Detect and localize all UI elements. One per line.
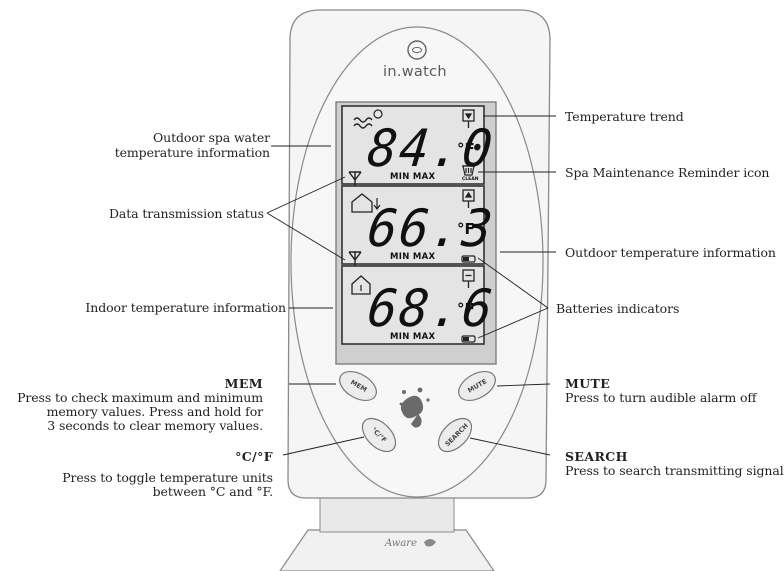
spa-minmax: MIN MAX (390, 172, 436, 182)
house-outdoor-icon (351, 193, 373, 213)
callout-spa-reminder: Spa Maintenance Reminder icon (565, 165, 770, 180)
callout-mem: MEM Press to check maximum and minimum m… (17, 376, 263, 433)
callout-units-title: °C/°F (235, 449, 273, 464)
callout-units: °C/°F Press to toggle temperature units … (62, 449, 273, 499)
callout-data-transmission: Data transmission status (108, 206, 264, 221)
antenna-icon (348, 251, 362, 266)
indoor-minmax: MIN MAX (390, 332, 436, 342)
search-button-shape (437, 417, 473, 453)
callout-batteries: Batteries indicators (556, 301, 680, 316)
clean-bucket-icon (462, 165, 475, 176)
callout-mute-title: MUTE (565, 376, 611, 391)
mute-button-shape (458, 370, 496, 402)
callout-outdoor-temperature: Outdoor temperature information (565, 245, 776, 260)
stand-logo-icon (424, 539, 436, 547)
trend-steady-icon (462, 269, 475, 288)
lcd-panel-spa (341, 105, 485, 185)
callout-outdoor-spa: Outdoor spa water temperature informatio… (114, 130, 270, 160)
lcd-panel-indoor (341, 265, 485, 345)
outdoor-minmax: MIN MAX (390, 252, 436, 262)
callout-temperature-trend: Temperature trend (565, 109, 684, 124)
spa-temperature-unit: °F (457, 140, 475, 158)
callout-search-title: SEARCH (565, 449, 628, 464)
indoor-temperature-unit: °F (457, 300, 475, 318)
leader-lines (266, 115, 556, 456)
mem-button-shape (339, 370, 377, 402)
antenna-icon (348, 171, 362, 186)
callout-mute: MUTE Press to turn audible alarm off (565, 376, 757, 405)
clean-label: CLEAN (462, 177, 479, 182)
callout-indoor-temperature: Indoor temperature information (85, 300, 286, 315)
outdoor-temperature-unit: °F (457, 220, 475, 238)
lcd-panel-outdoor (341, 185, 485, 265)
outdoor-temperature-value: 66.3 (364, 198, 498, 259)
battery-icon (461, 255, 476, 263)
callout-mem-title: MEM (224, 376, 263, 391)
stand-signature: Aware (385, 538, 417, 549)
water-wave-icon (353, 117, 373, 129)
logo-eye-icon (407, 40, 427, 60)
indoor-temperature-value: 68.6 (364, 278, 498, 339)
units-button-shape (361, 417, 397, 453)
house-indoor-icon (351, 275, 371, 295)
callout-search: SEARCH Press to search transmitting sign… (565, 449, 784, 478)
battery-icon (461, 335, 476, 343)
trend-up-icon (462, 189, 475, 208)
spa-temperature-value: 84.0 (364, 118, 498, 179)
trend-down-icon (462, 109, 475, 128)
splash-logo-icon (399, 387, 430, 428)
brand-name: in.watch (383, 64, 447, 80)
stand-base (279, 529, 495, 571)
